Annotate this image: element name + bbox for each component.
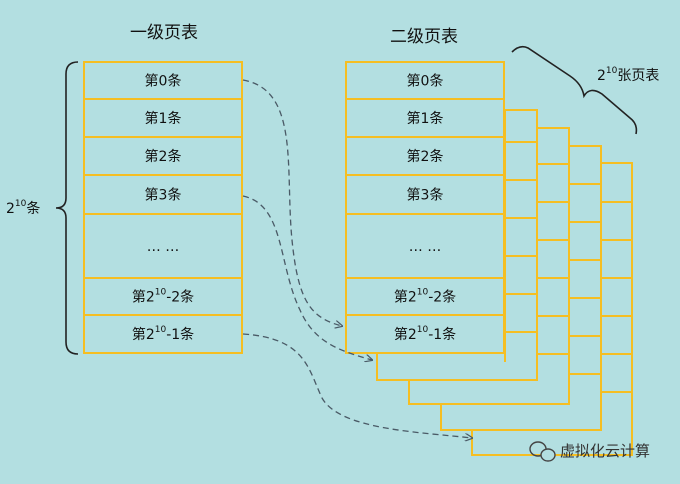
level1-row: 第2条 xyxy=(83,136,243,176)
left-brace-label: 210条 xyxy=(6,199,40,217)
level1-row: 第3条 xyxy=(83,174,243,215)
level2-row: 第0条 xyxy=(345,61,505,100)
level1-cell xyxy=(83,98,243,138)
level1-row: 第210-1条 xyxy=(83,314,243,354)
level2-label: 第3条 xyxy=(407,187,444,204)
level2-row: 第3条 xyxy=(345,174,505,215)
level1-row: … … xyxy=(83,213,243,279)
level2-row: 第1条 xyxy=(345,98,505,138)
level2-label: 第210-2条 xyxy=(394,288,456,306)
level1-cell xyxy=(83,314,243,354)
arrow-last-entry-to-table xyxy=(242,333,472,438)
level2-cell xyxy=(345,136,505,176)
level2-label: 第210-1条 xyxy=(394,325,456,343)
level1-row: 第210-2条 xyxy=(83,277,243,316)
level2-cell xyxy=(345,174,505,215)
level2-cell xyxy=(345,213,505,279)
level1-label: … … xyxy=(147,239,179,255)
level1-title: 一级页表 xyxy=(130,23,198,43)
level1-label: 第210-2条 xyxy=(132,288,194,306)
level2-row: … … xyxy=(345,213,505,279)
level2-label: 第0条 xyxy=(407,73,444,90)
level1-row: 第1条 xyxy=(83,98,243,138)
level2-label: 第1条 xyxy=(407,110,444,127)
level1-label: 第0条 xyxy=(145,73,182,90)
level2-label: … … xyxy=(409,239,441,255)
pointer-arrows xyxy=(242,79,472,438)
left-brace xyxy=(55,61,79,355)
level1-row: 第0条 xyxy=(83,61,243,100)
level2-cell xyxy=(345,314,505,354)
level1-cell xyxy=(83,174,243,215)
level1-cell xyxy=(83,136,243,176)
level1-label: 第210-1条 xyxy=(132,325,194,343)
level2-row: 第210-1条 xyxy=(345,314,505,354)
level2-label: 第2条 xyxy=(407,148,444,165)
level1-cell xyxy=(83,61,243,100)
level2-row: 第210-2条 xyxy=(345,277,505,316)
level2-title: 二级页表 xyxy=(390,27,458,47)
level2-cell xyxy=(345,98,505,138)
wechat-icon xyxy=(529,441,556,462)
level1-label: 第2条 xyxy=(145,148,182,165)
level1-label: 第3条 xyxy=(145,187,182,204)
watermark-text: 虚拟化云计算 xyxy=(560,442,650,460)
top-brace-label: 210张页表 xyxy=(597,66,659,84)
top-right-brace xyxy=(511,45,638,135)
level2-row: 第2条 xyxy=(345,136,505,176)
level1-label: 第1条 xyxy=(145,110,182,127)
arrow-entry3-to-table xyxy=(242,195,372,360)
